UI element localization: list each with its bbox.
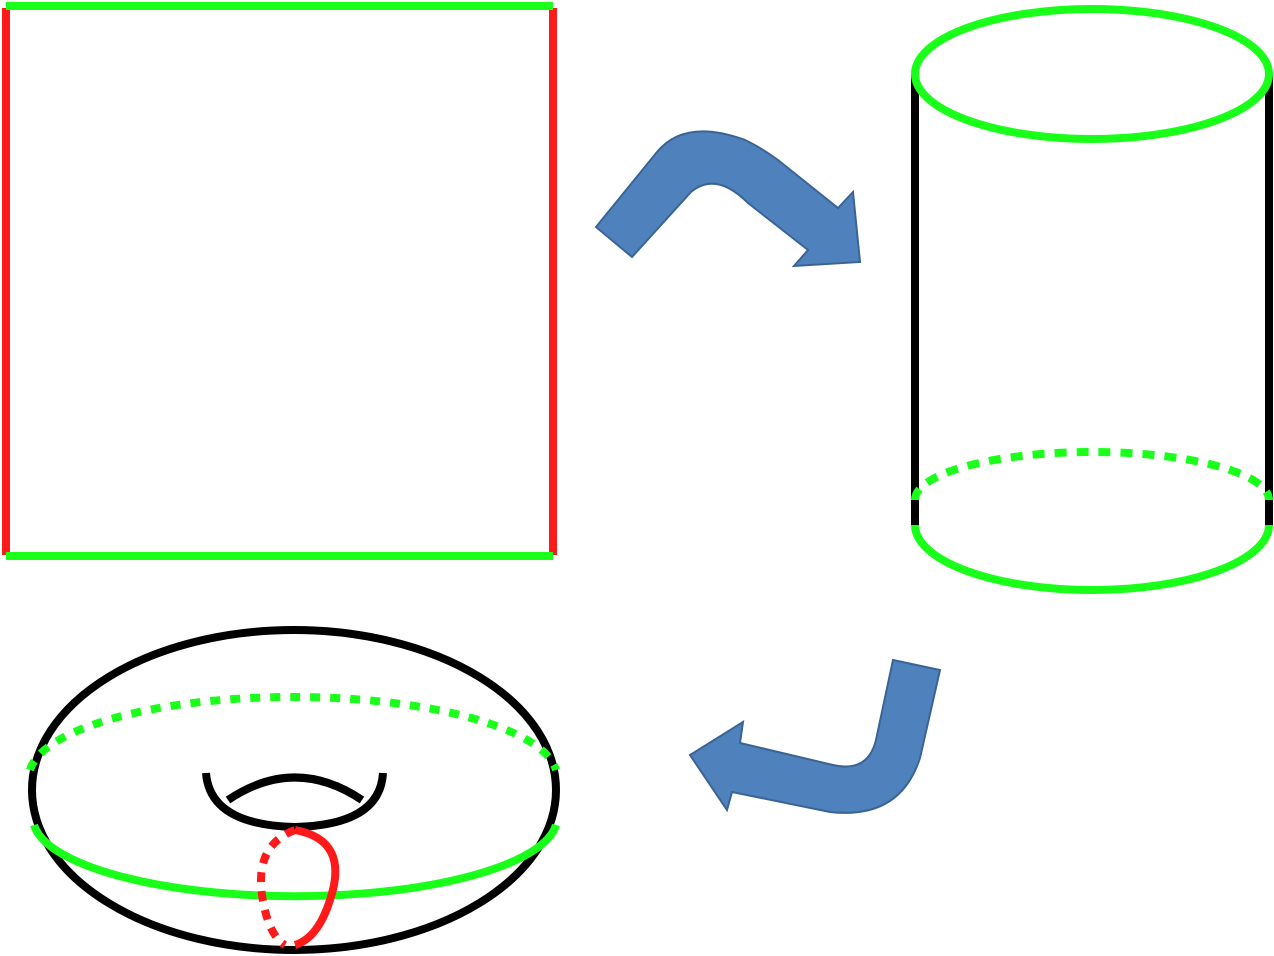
- torus-outer-outline: [28, 626, 560, 954]
- cylinder-top-ellipse: [911, 5, 1273, 143]
- torus-stage: [26, 626, 560, 954]
- square-stage: [2, 2, 557, 560]
- torus-meridian-front: [293, 826, 340, 949]
- curved-arrow-right: [594, 130, 862, 268]
- arrow-square-to-cylinder: [594, 130, 862, 268]
- arrow-cylinder-to-torus: [688, 658, 942, 814]
- cylinder-bottom-back-arc: [911, 448, 1273, 501]
- torus-hole-upper: [225, 773, 365, 804]
- curved-arrow-left: [688, 658, 942, 814]
- torus-front-green-circle: [30, 823, 560, 901]
- cylinder-stage: [911, 5, 1273, 594]
- cylinder-bottom-front-arc: [911, 524, 1273, 594]
- torus-hole-lower: [202, 772, 387, 832]
- torus-meridian-back: [257, 826, 297, 949]
- torus-back-green-circle: [26, 692, 560, 772]
